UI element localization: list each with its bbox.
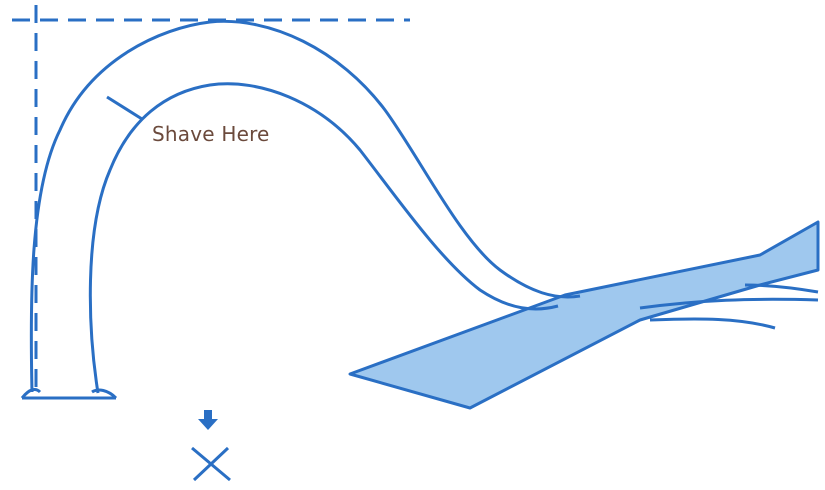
shave-here-label: Shave Here (152, 122, 270, 146)
strand-line (649, 317, 776, 330)
arch-outer-line (29, 19, 581, 393)
shave-mark-line (106, 95, 143, 121)
arch-foot (20, 388, 118, 400)
arch-inner-line (88, 82, 559, 394)
strand-line (639, 297, 819, 310)
down-arrow-icon (198, 410, 218, 430)
blade-shape (348, 220, 820, 410)
x-mark-icon (191, 446, 231, 482)
strand-line (744, 283, 819, 294)
